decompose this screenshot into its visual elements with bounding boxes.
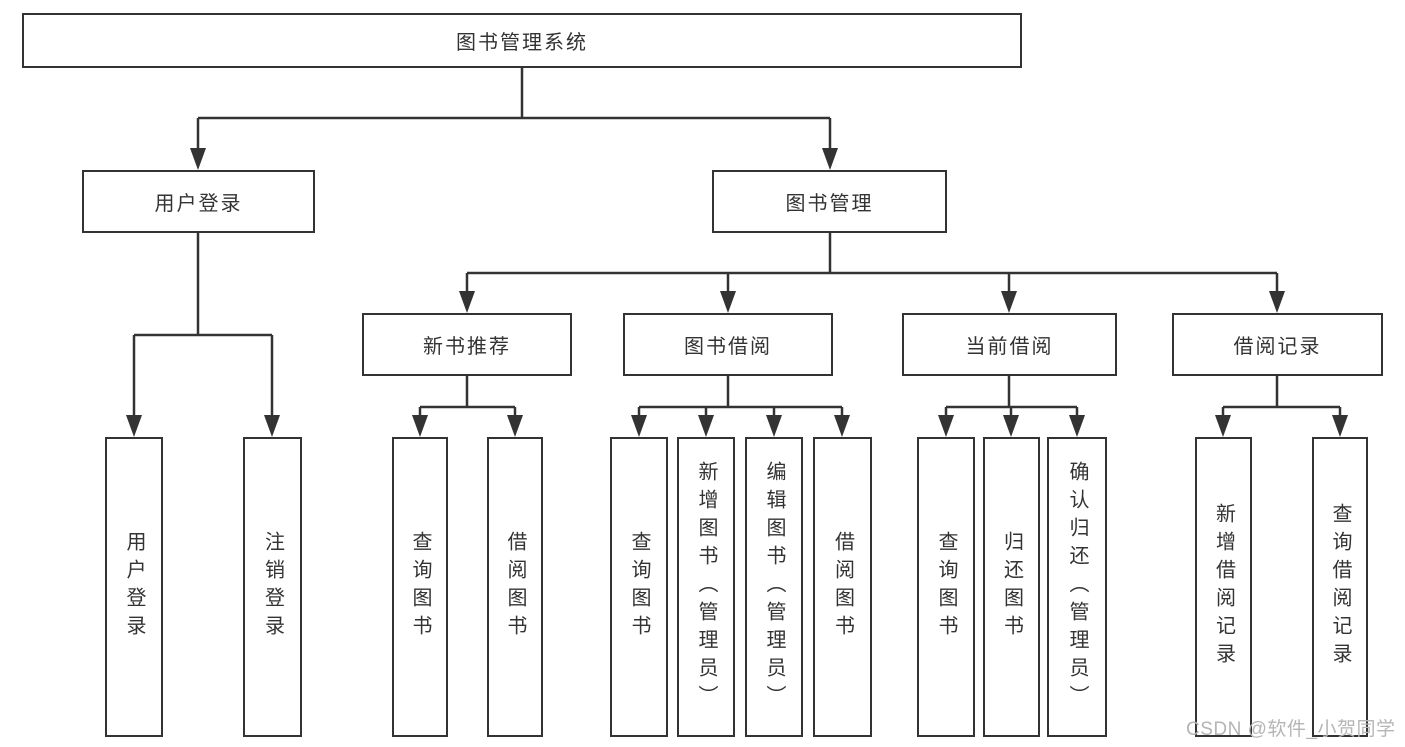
node-label: 用户登录	[154, 193, 243, 215]
node-label: 图书管理系统	[456, 32, 588, 54]
node-label: 编辑图书（管理员）	[763, 461, 785, 713]
node-label: 归还图书	[1000, 531, 1023, 643]
node-new-book-recommend: 新书推荐	[362, 313, 572, 376]
node-label: 注销登录	[261, 531, 284, 643]
node-borrowing-records: 借阅记录	[1172, 313, 1383, 376]
leaf-return-books: 归还图书	[983, 437, 1040, 737]
leaf-add-books-admin: 新增图书（管理员）	[677, 437, 735, 737]
node-label: 用户登录	[123, 531, 145, 643]
tree-edges	[132, 68, 1342, 419]
node-label: 查询图书	[628, 531, 650, 643]
node-book-borrowing: 图书借阅	[623, 313, 833, 376]
node-user-login-group: 用户登录	[82, 170, 315, 233]
csdn-watermark: CSDN @软件_小贺同学	[1186, 719, 1396, 740]
leaf-logout: 注销登录	[243, 437, 302, 737]
node-label: 图书借阅	[684, 336, 772, 358]
node-label: 查询借阅记录	[1329, 503, 1351, 671]
node-label: 借阅记录	[1233, 336, 1322, 358]
leaf-confirm-return-admin: 确认归还（管理员）	[1047, 437, 1107, 737]
node-label: 查询图书	[935, 531, 957, 643]
node-book-management-system: 图书管理系统	[22, 13, 1022, 68]
node-label: 新增图书（管理员）	[695, 461, 717, 713]
node-label: 借阅图书	[831, 531, 854, 643]
leaf-query-books-recommend: 查询图书	[392, 437, 448, 737]
node-label: 新书推荐	[423, 336, 511, 358]
leaf-add-borrow-record: 新增借阅记录	[1195, 437, 1252, 737]
node-current-borrowing: 当前借阅	[902, 313, 1117, 376]
node-label: 查询图书	[409, 531, 431, 643]
node-label: 图书管理	[785, 193, 874, 215]
leaf-borrow-books-recommend: 借阅图书	[487, 437, 543, 737]
node-label: 确认归还（管理员）	[1066, 461, 1088, 713]
node-label: 借阅图书	[504, 531, 526, 643]
node-label: 新增借阅记录	[1212, 503, 1235, 671]
leaf-borrow-books-borrowing: 借阅图书	[813, 437, 872, 737]
leaf-query-books-current: 查询图书	[917, 437, 975, 737]
leaf-edit-books-admin: 编辑图书（管理员）	[745, 437, 803, 737]
leaf-query-books-borrowing: 查询图书	[610, 437, 668, 737]
node-book-management-group: 图书管理	[712, 170, 947, 233]
leaf-query-borrow-record: 查询借阅记录	[1312, 437, 1368, 737]
leaf-user-login: 用户登录	[105, 437, 163, 737]
node-label: 当前借阅	[965, 336, 1054, 358]
